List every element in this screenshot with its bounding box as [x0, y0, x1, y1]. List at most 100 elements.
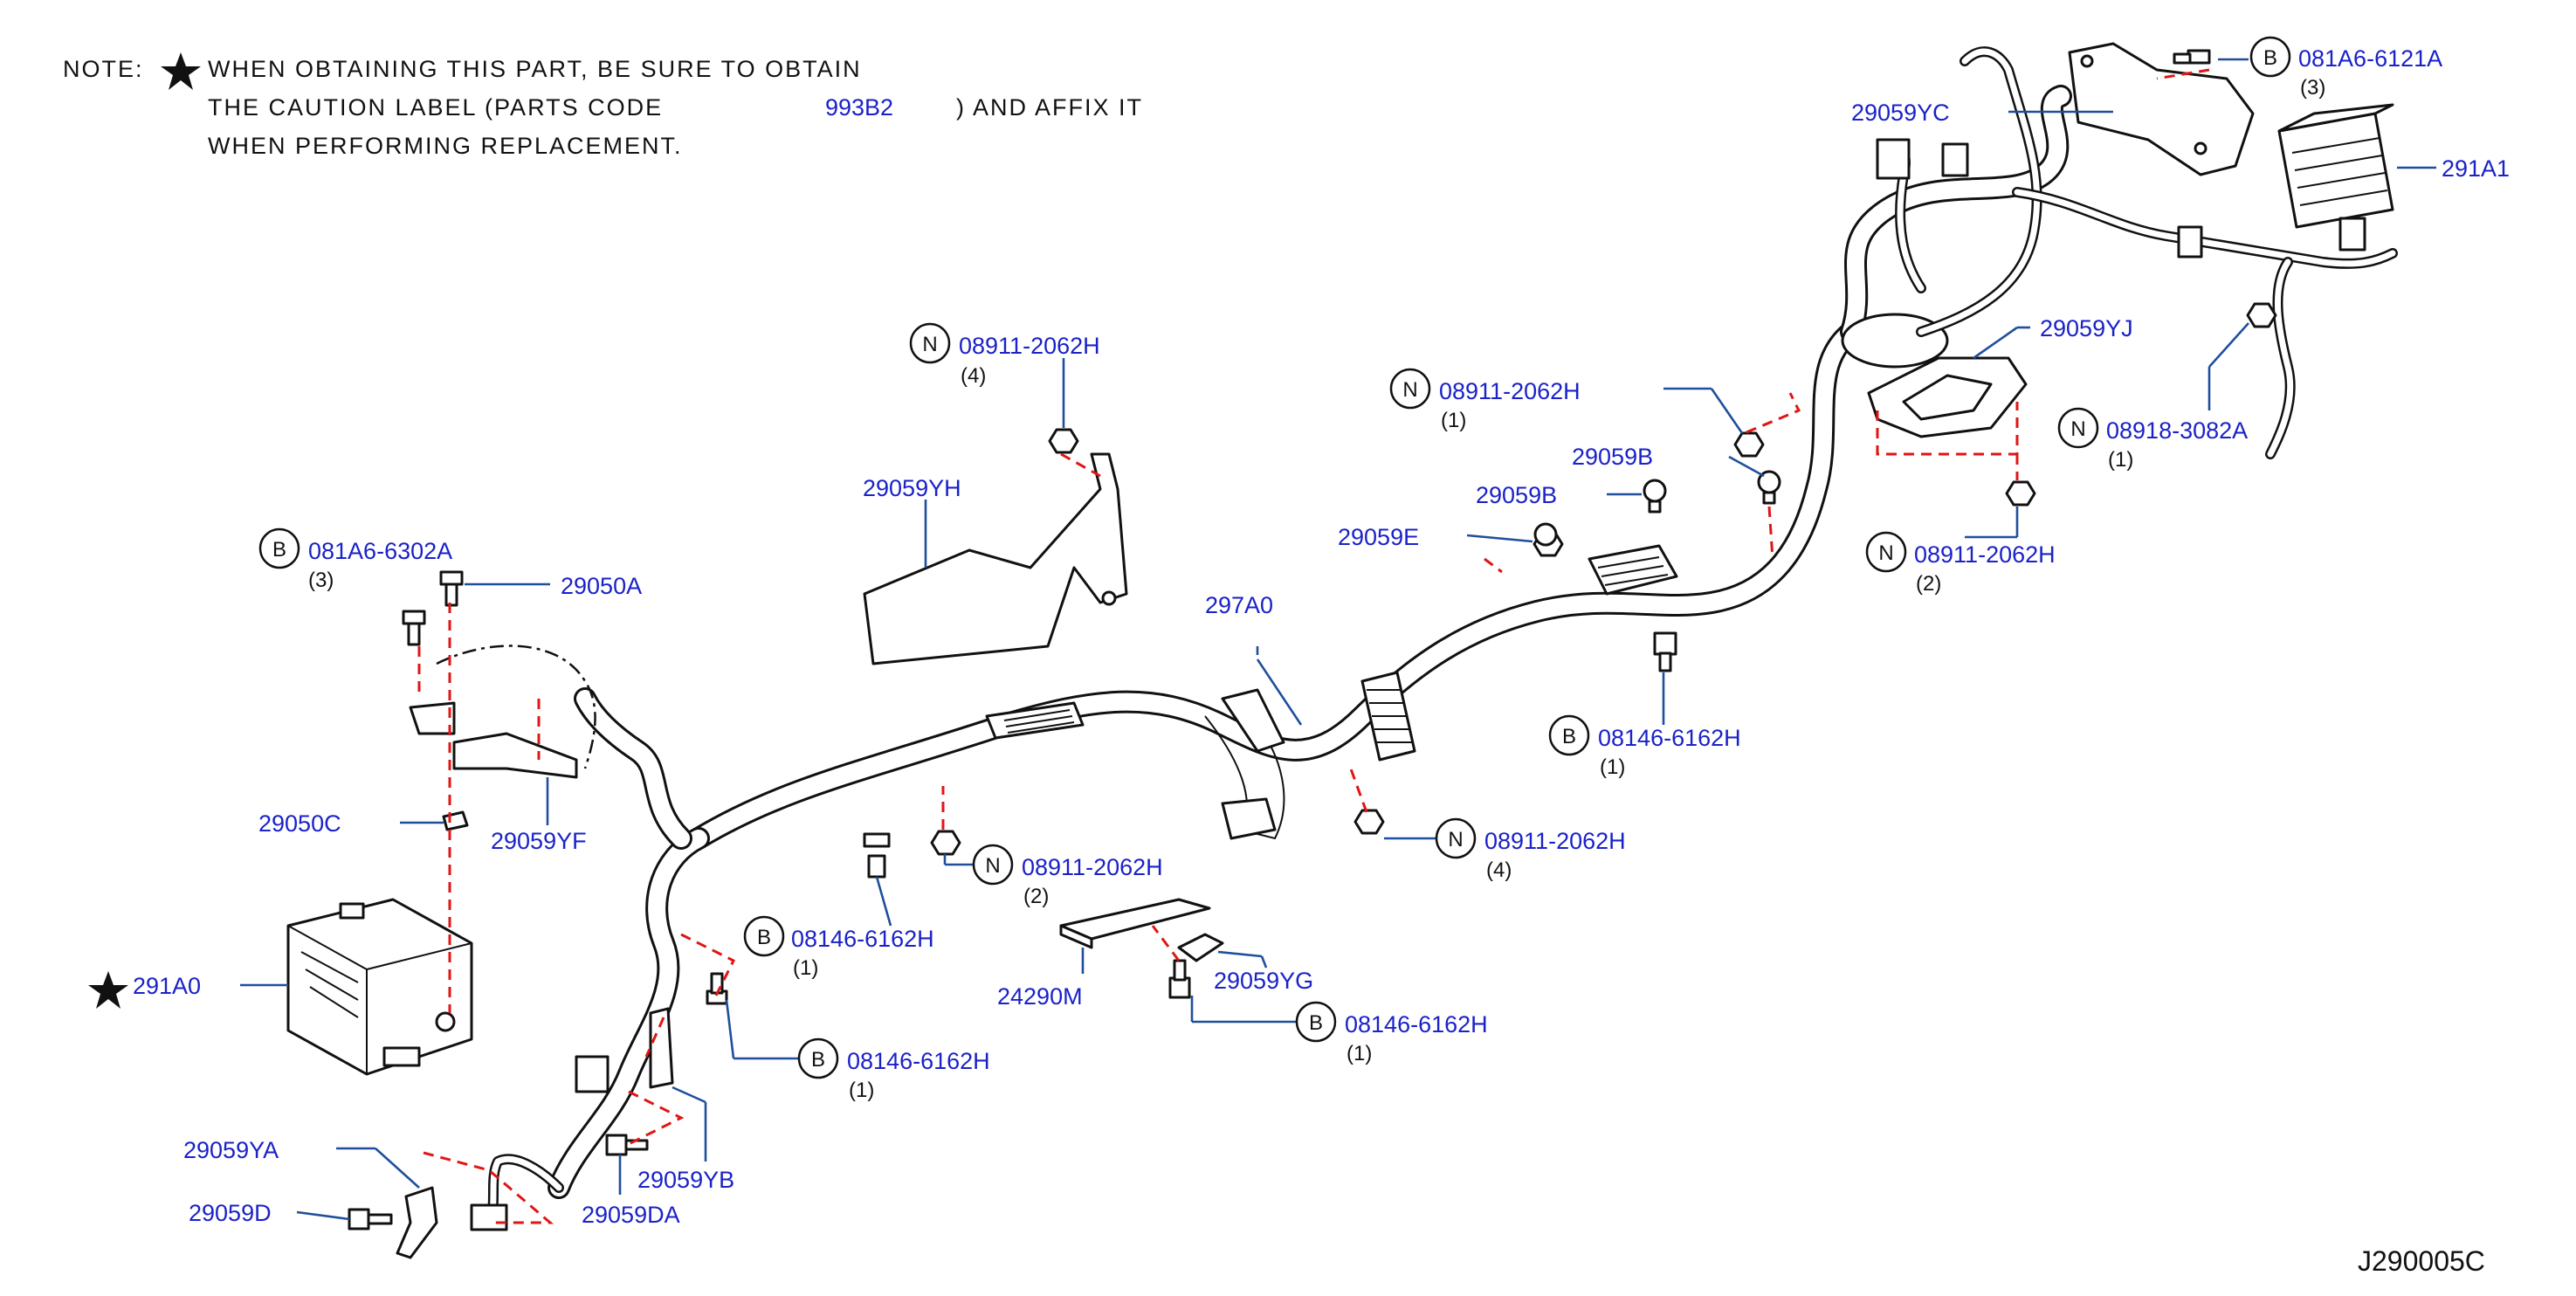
- callout-code[interactable]: 08911-2062H: [1914, 541, 2056, 568]
- callout-code[interactable]: 08911-2062H: [959, 333, 1100, 359]
- badge-icon: [1389, 368, 1431, 410]
- callout-badge: B: [272, 538, 286, 562]
- note-prefix: NOTE:: [63, 56, 144, 82]
- line-art: [286, 42, 2398, 1259]
- callout-code[interactable]: 29059YA: [183, 1137, 279, 1163]
- bracket-29059ya: [396, 1186, 438, 1259]
- callout-code[interactable]: 29059YB: [637, 1167, 734, 1193]
- callout-code[interactable]: 29050A: [561, 573, 642, 599]
- callout[interactable]: 29059YF: [491, 777, 587, 854]
- nut-icon: [2005, 480, 2036, 507]
- callout-code[interactable]: 29059YF: [491, 828, 587, 854]
- callout-code[interactable]: 08918-3082A: [2106, 417, 2248, 444]
- callout[interactable]: 29059D: [189, 1200, 350, 1226]
- callout[interactable]: B 08146-6162H (1): [1548, 672, 1741, 779]
- bolt-icon: [605, 1134, 649, 1156]
- callout-qty: (2): [1023, 885, 1049, 908]
- callout-code[interactable]: 29059B: [1572, 444, 1653, 470]
- callout-code[interactable]: 08911-2062H: [1022, 854, 1163, 880]
- callout-code[interactable]: 29059E: [1338, 524, 1419, 550]
- callout[interactable]: 29059B: [1476, 482, 1642, 508]
- callout-code[interactable]: 29059B: [1476, 482, 1557, 508]
- bracket-29059yc: [2068, 42, 2255, 176]
- callout-qty: (2): [1916, 572, 1941, 596]
- callout-code[interactable]: 24290M: [997, 983, 1083, 1010]
- callout[interactable]: N 08911-2062H (1): [1389, 368, 1744, 434]
- connector-icon: [470, 1203, 508, 1231]
- callout-code[interactable]: 08911-2062H: [1439, 378, 1581, 404]
- callout[interactable]: 24290M: [997, 948, 1085, 1010]
- callout[interactable]: N 08918-3082A (1): [2057, 322, 2249, 472]
- callout-qty: (1): [1347, 1042, 1372, 1065]
- callout-code[interactable]: 29059YG: [1214, 968, 1313, 994]
- callout[interactable]: 29050C: [258, 810, 444, 837]
- connector-icon: [2177, 225, 2203, 259]
- badge-icon: [2057, 407, 2099, 449]
- callout-qty: (1): [849, 1079, 874, 1102]
- bolt-icon: [2173, 49, 2211, 65]
- bolt-icon: [439, 570, 464, 607]
- callout[interactable]: N 08911-2062H (2): [1865, 507, 2056, 596]
- badge-icon: [2249, 36, 2291, 78]
- callout-badge: B: [811, 1048, 825, 1072]
- callout-badge: N: [1448, 828, 1463, 851]
- note-line-1: WHEN OBTAINING THIS PART, BE SURE TO OBT…: [208, 56, 862, 82]
- callout-code[interactable]: 297A0: [1205, 592, 1273, 618]
- callout[interactable]: 29059DA: [582, 1155, 680, 1228]
- callout[interactable]: 297A0: [1205, 592, 1303, 726]
- callout[interactable]: 29059YJ: [1973, 315, 2133, 360]
- connector-icon: [575, 1055, 610, 1093]
- callout[interactable]: 29059YA: [183, 1137, 420, 1189]
- callout-qty: (3): [308, 569, 334, 592]
- callout-code[interactable]: 081A6-6302A: [308, 538, 452, 564]
- callout[interactable]: 29059B: [1572, 444, 1765, 478]
- callout[interactable]: B 08146-6162H (1): [1190, 996, 1488, 1065]
- callout-code[interactable]: 291A0: [133, 973, 201, 999]
- star-icon: [88, 971, 128, 1009]
- nut-icon: [2246, 302, 2277, 328]
- callout[interactable]: B 081A6-6121A (3): [2218, 36, 2442, 100]
- front-harness: [1840, 46, 2398, 459]
- callout-code[interactable]: 29059YH: [863, 475, 961, 501]
- callout[interactable]: 291A1: [2397, 155, 2510, 182]
- callout[interactable]: 29059YC: [1851, 100, 2113, 126]
- bolt-icon: [863, 832, 891, 879]
- callout-code[interactable]: 29059DA: [582, 1202, 680, 1228]
- callout-badge: N: [922, 333, 937, 356]
- callout[interactable]: B 081A6-6302A (3): [258, 527, 452, 592]
- callout-qty: (1): [2108, 448, 2133, 472]
- callout-code[interactable]: 08146-6162H: [1345, 1011, 1488, 1037]
- badge-icon: [1865, 531, 1907, 573]
- clip-icon: [1533, 522, 1558, 547]
- callout-code[interactable]: 29059D: [189, 1200, 272, 1226]
- callout-code[interactable]: 08146-6162H: [1598, 725, 1741, 751]
- callout[interactable]: N 08911-2062H (2): [943, 844, 1163, 908]
- callout[interactable]: B 08146-6162H (1): [725, 999, 990, 1102]
- callout[interactable]: 291A0: [88, 971, 288, 1009]
- callout-code[interactable]: 081A6-6121A: [2298, 45, 2442, 72]
- callout-code[interactable]: 29059YC: [1851, 100, 1950, 126]
- callout[interactable]: N 08911-2062H (4): [1384, 817, 1626, 882]
- badge-icon: [1295, 1001, 1337, 1043]
- callout-code[interactable]: 29050C: [258, 810, 341, 837]
- grommet: [1841, 313, 1949, 369]
- callout-code[interactable]: 291A1: [2442, 155, 2510, 182]
- note-parts-code[interactable]: 993B2: [825, 94, 893, 121]
- callout-badge: B: [1309, 1011, 1323, 1035]
- connector-icon: [1876, 138, 1911, 180]
- callout-code[interactable]: 08911-2062H: [1484, 828, 1626, 854]
- bracket-29059yf: [409, 645, 596, 779]
- badge-icon: [797, 1037, 839, 1079]
- callout[interactable]: 29059E: [1338, 524, 1533, 550]
- callout-code[interactable]: 08146-6162H: [791, 926, 934, 952]
- callout-code[interactable]: 08146-6162H: [847, 1048, 990, 1074]
- callout[interactable]: 29050A: [465, 573, 642, 599]
- callout[interactable]: B 08146-6162H (1): [743, 876, 934, 980]
- callout[interactable]: N 08911-2062H (4): [909, 322, 1100, 428]
- callout[interactable]: 29059YG: [1214, 950, 1313, 994]
- callout-code[interactable]: 29059YJ: [2040, 315, 2133, 341]
- callout[interactable]: 29059YB: [637, 1086, 734, 1193]
- callout[interactable]: 29059YH: [863, 475, 961, 568]
- clip-icon: [1757, 470, 1781, 505]
